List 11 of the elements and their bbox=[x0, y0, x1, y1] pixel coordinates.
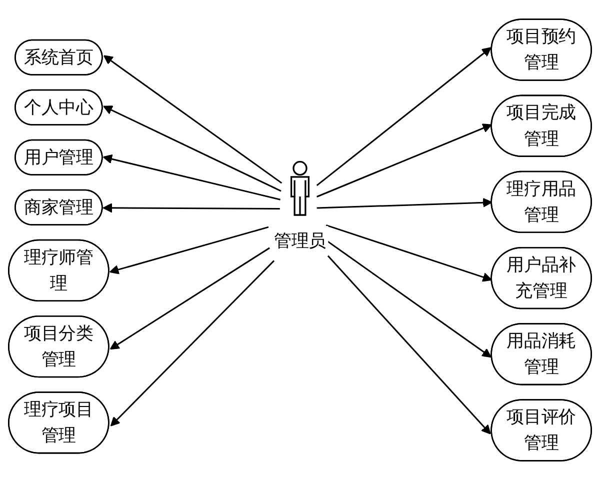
arrow bbox=[326, 224, 492, 282]
arrow bbox=[109, 226, 269, 274]
arrow bbox=[110, 247, 270, 350]
arrow bbox=[102, 203, 280, 213]
arrow bbox=[316, 47, 492, 186]
arrow bbox=[316, 198, 492, 209]
arrow bbox=[103, 55, 282, 184]
arrow bbox=[110, 260, 275, 426]
arrow bbox=[316, 124, 492, 198]
arrow bbox=[102, 154, 280, 200]
arrow bbox=[103, 106, 282, 192]
